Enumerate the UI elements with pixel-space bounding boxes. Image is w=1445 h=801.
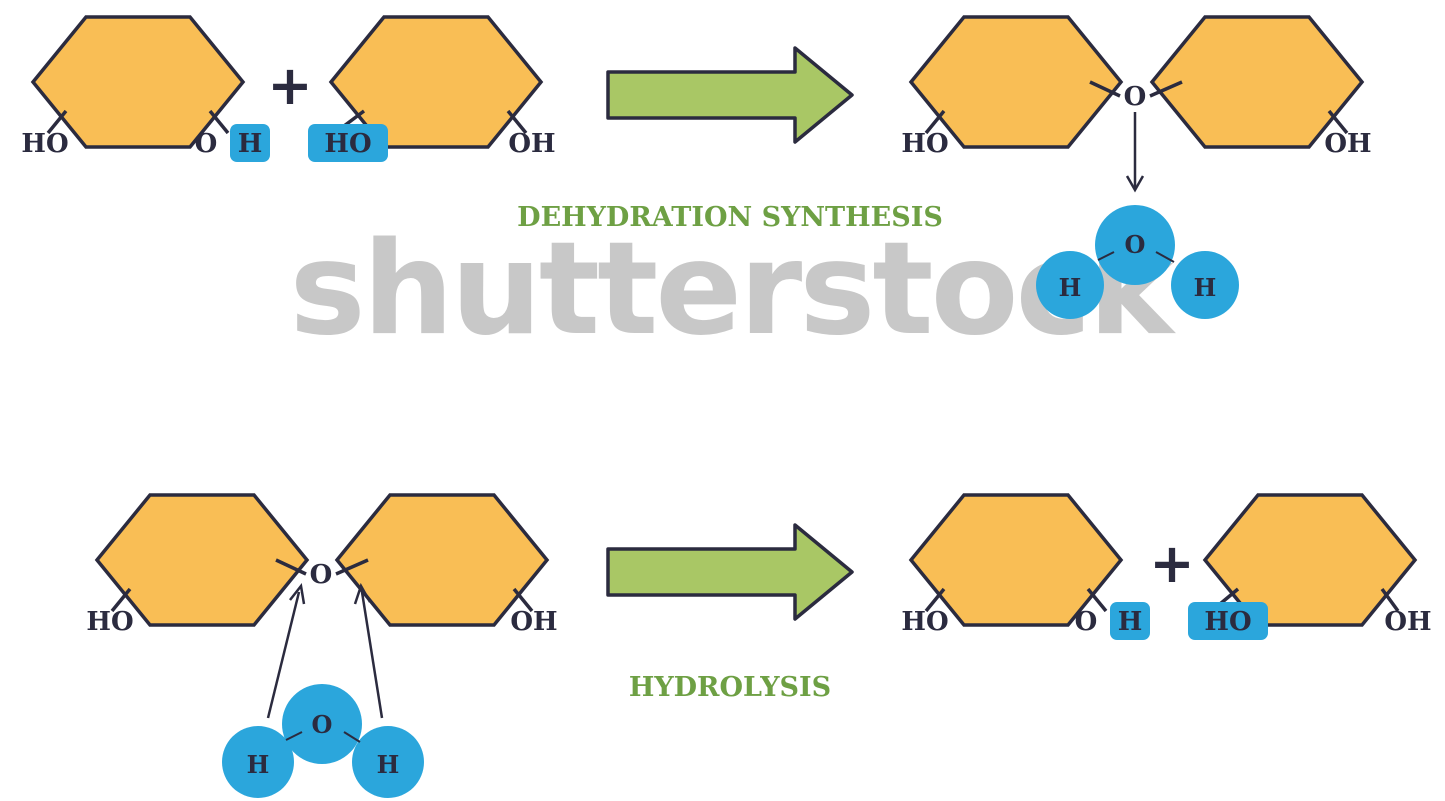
hydrolysis-products: HO O H + HO OH	[901, 493, 1432, 640]
attack-arrow	[266, 591, 301, 719]
reaction-arrow-right	[606, 523, 854, 621]
ho-label: HO	[324, 129, 371, 159]
o-label: O	[1075, 607, 1098, 637]
hydrolysis-title: HYDROLYSIS	[629, 672, 831, 703]
arrow-head	[1125, 175, 1145, 193]
glycosidic-bond-line	[1089, 80, 1121, 98]
o-label: O	[1124, 82, 1147, 112]
bond-line	[1327, 109, 1349, 135]
monomer-2: HO OH	[308, 15, 556, 162]
bond-line	[342, 109, 366, 128]
sugar-ring	[909, 15, 1123, 149]
oh-label: OH	[1384, 607, 1431, 637]
ho-label: HO	[901, 607, 948, 637]
h-label: H	[1194, 273, 1217, 302]
attack-arrow	[360, 591, 384, 719]
monomer-1: HO O H	[21, 15, 270, 162]
dehydration-reactants: HO O H + HO OH	[21, 15, 556, 162]
sugar-ring	[1150, 15, 1364, 149]
h-label: H	[238, 129, 263, 159]
ho-label: HO	[21, 129, 68, 159]
ho-highlight-box	[1188, 602, 1268, 640]
h-label: H	[1059, 273, 1082, 302]
watermark-text: shutterstock	[289, 215, 1176, 364]
ho-label: HO	[1204, 607, 1251, 637]
hydrolysis-reactants: O HO OH O H H	[86, 493, 558, 798]
oxygen-atom	[1095, 205, 1175, 285]
glycosidic-bond-line	[1149, 80, 1183, 98]
h-label: H	[377, 750, 400, 779]
dehydration-products: O HO OH	[901, 15, 1372, 193]
bond-line	[285, 731, 303, 741]
o-label: O	[195, 129, 218, 159]
bond-line	[46, 109, 68, 135]
bond-line	[1097, 251, 1115, 261]
bond-line	[1218, 587, 1240, 606]
glycosidic-bond-line	[335, 558, 369, 576]
ho-highlight-box	[308, 124, 388, 162]
arrow-head	[353, 582, 372, 605]
bond-line	[343, 731, 361, 743]
bond-line	[506, 109, 528, 135]
ho-label: HO	[901, 129, 948, 159]
plus-sign: +	[1149, 532, 1194, 595]
o-label: O	[1125, 230, 1146, 259]
sugar-ring	[335, 493, 549, 627]
bond-line	[208, 109, 230, 135]
hydrogen-atom	[352, 726, 424, 798]
dehydration-synthesis-title: DEHYDRATION SYNTHESIS	[517, 202, 943, 233]
h-highlight-box	[1110, 602, 1150, 640]
reaction-arrow-right	[606, 46, 854, 144]
sugar-ring	[909, 493, 1123, 627]
o-label: O	[310, 560, 333, 590]
h-label: H	[1118, 607, 1143, 637]
oh-label: OH	[510, 607, 557, 637]
sugar-ring	[95, 493, 309, 627]
hydrogen-atom	[222, 726, 294, 798]
bond-line	[512, 587, 534, 613]
oxygen-atom	[282, 684, 362, 764]
o-label: O	[312, 710, 333, 739]
oh-label: OH	[1324, 129, 1371, 159]
arrow-head	[289, 583, 306, 605]
water-molecule-reactant: O H H	[222, 684, 424, 798]
bond-line	[1086, 587, 1108, 613]
h-highlight-box	[230, 124, 270, 162]
hydrogen-atom	[1171, 251, 1239, 319]
oh-label: OH	[508, 129, 555, 159]
h-label: H	[247, 750, 270, 779]
sugar-ring	[31, 15, 245, 149]
ho-label: HO	[86, 607, 133, 637]
plus-sign: +	[267, 54, 312, 117]
bond-line	[110, 587, 132, 613]
bond-line	[924, 587, 946, 613]
glycosidic-bond-line	[275, 558, 307, 576]
water-molecule-released: O H H	[1036, 205, 1239, 319]
bond-line	[1155, 251, 1175, 263]
bond-line	[924, 109, 946, 135]
bond-line	[1380, 587, 1400, 613]
hydrogen-atom	[1036, 251, 1104, 319]
